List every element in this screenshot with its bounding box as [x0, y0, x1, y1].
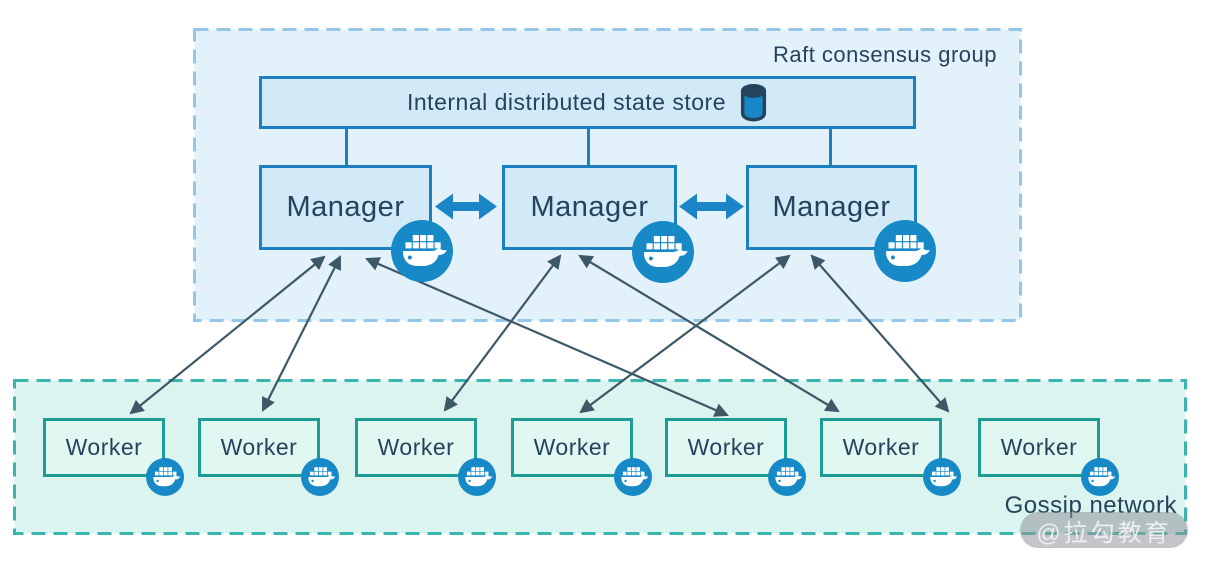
- manager-label: Manager: [530, 191, 649, 223]
- worker-label: Worker: [687, 434, 765, 460]
- worker-label: Worker: [377, 434, 455, 460]
- docker-whale-icon: [614, 458, 652, 496]
- store-to-manager-3-connector: [828, 127, 832, 166]
- database-icon: [740, 83, 767, 122]
- manager2-worker3-link: [443, 254, 562, 412]
- worker-label: Worker: [65, 434, 143, 460]
- manager1-manager2-arrow: [435, 193, 497, 220]
- watermark-badge: @拉勾教育: [1020, 512, 1188, 548]
- worker-label: Worker: [220, 434, 298, 460]
- docker-whale-icon: [301, 458, 339, 496]
- state-store-label: Internal distributed state store: [407, 89, 726, 115]
- state-store-box: Internal distributed state store: [259, 76, 916, 129]
- store-to-manager-1-connector: [344, 127, 348, 166]
- manager-label: Manager: [286, 191, 405, 223]
- manager-label: Manager: [772, 191, 891, 223]
- docker-whale-icon: [874, 220, 936, 282]
- docker-whale-icon: [923, 458, 961, 496]
- docker-whale-icon: [391, 220, 453, 282]
- worker-label: Worker: [842, 434, 920, 460]
- store-to-manager-2-connector: [586, 127, 590, 166]
- docker-whale-icon: [1081, 458, 1119, 496]
- manager2-manager3-arrow: [679, 193, 744, 220]
- docker-whale-icon: [458, 458, 496, 496]
- raft-group-label: Raft consensus group: [772, 42, 997, 67]
- docker-whale-icon: [768, 458, 806, 496]
- docker-whale-icon: [146, 458, 184, 496]
- manager1-worker2-link: [262, 255, 341, 412]
- watermark-text: @拉勾教育: [1036, 519, 1172, 547]
- worker-label: Worker: [533, 434, 611, 460]
- docker-whale-icon: [632, 221, 694, 283]
- worker-label: Worker: [1000, 434, 1078, 460]
- manager1-worker1-link: [129, 255, 326, 415]
- manager2-worker6-link: [578, 254, 840, 413]
